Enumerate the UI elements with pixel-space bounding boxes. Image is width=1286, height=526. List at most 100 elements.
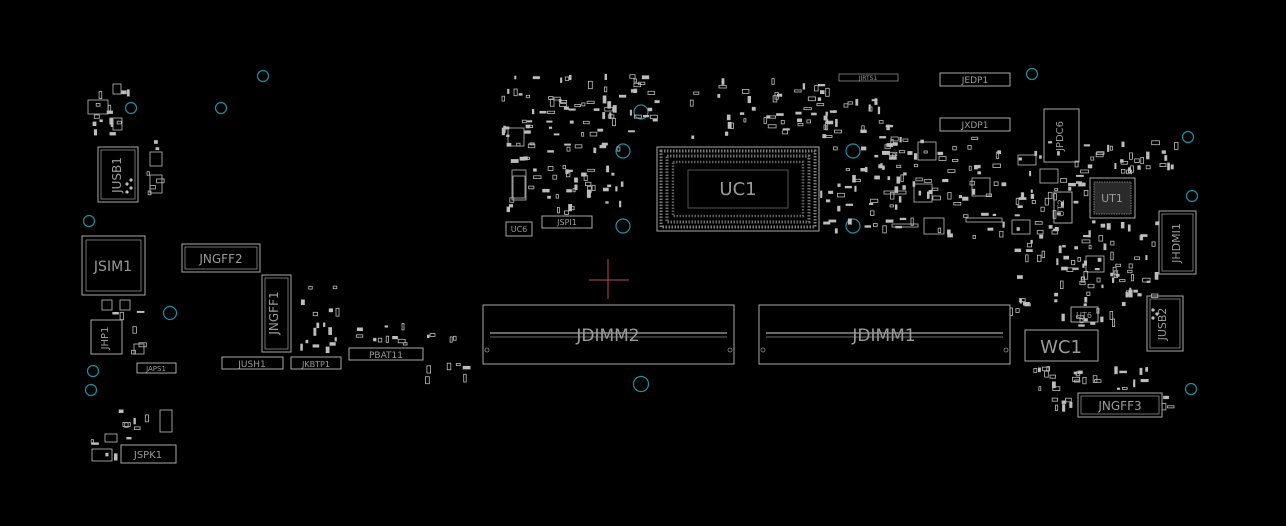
usb-connector-jusb2[interactable]: JUSB2	[1146, 295, 1184, 352]
smd-part	[133, 343, 145, 355]
webcam-connector-wc1[interactable]: WC1	[1024, 329, 1099, 362]
ut1-label: UT1	[1101, 192, 1123, 205]
smd-part	[133, 426, 141, 430]
smd-part	[1076, 315, 1085, 319]
smd-part	[900, 174, 904, 182]
smd-part	[159, 409, 173, 433]
sim-slot-jsim1[interactable]: JSIM1	[81, 235, 146, 296]
smd-part	[155, 147, 160, 151]
usb-connector-jusb1[interactable]: JUSB1	[97, 146, 139, 203]
smd-part	[968, 165, 972, 171]
smd-part	[1109, 310, 1114, 320]
smd-part	[126, 437, 132, 440]
smd-part	[860, 168, 867, 172]
keyboard-tp-connector-jkbtp1[interactable]: JKBTP1	[290, 356, 342, 370]
smd-part	[958, 195, 962, 199]
hdmi-connector-jhdmi1[interactable]: JHDMI1	[1158, 210, 1197, 275]
smd-part	[524, 130, 531, 134]
smd-part	[1140, 234, 1148, 237]
smd-part	[325, 346, 330, 354]
battery-connector-pbat11[interactable]: PBAT11	[348, 347, 424, 361]
smd-part	[844, 185, 852, 189]
smd-part	[533, 168, 537, 172]
smd-part	[585, 181, 592, 187]
smd-part	[1114, 163, 1117, 169]
smd-part	[1115, 263, 1122, 267]
m2-connector-jngff1[interactable]: JNGFF1	[261, 274, 292, 353]
cpu-uc1[interactable]: UC1	[656, 146, 820, 232]
smd-part	[1029, 171, 1032, 177]
connector-jirts1[interactable]: JIRTS1	[838, 73, 899, 82]
smd-part	[1121, 302, 1126, 306]
smd-part	[1083, 318, 1088, 322]
smd-part	[647, 90, 655, 95]
smd-part	[1041, 250, 1045, 259]
smd-part	[1100, 223, 1106, 228]
smd-part	[896, 176, 901, 184]
smd-part	[1164, 155, 1168, 161]
smd-part	[99, 119, 103, 123]
smd-part	[1163, 395, 1169, 400]
smd-part	[427, 334, 430, 338]
speaker-connector-jspk1[interactable]: JSPK1	[120, 444, 177, 464]
smd-part	[652, 118, 658, 122]
smd-part	[606, 165, 610, 173]
smd-part	[583, 174, 588, 181]
jkbtp1-label: JKBTP1	[301, 360, 330, 369]
smd-part	[124, 422, 129, 428]
smd-part	[95, 103, 101, 107]
smd-part	[1134, 256, 1140, 260]
connector-japs1[interactable]: JAPS1	[136, 362, 177, 374]
smd-part	[109, 132, 116, 136]
smd-part	[633, 78, 637, 83]
smd-part	[126, 89, 130, 97]
chip-uc6[interactable]: UC6	[505, 221, 533, 237]
smd-part	[385, 335, 390, 343]
smd-part	[769, 115, 777, 119]
smd-part	[547, 166, 554, 171]
debug-connector-jxdp1[interactable]: JXDP1	[939, 117, 1011, 132]
smd-part	[780, 120, 785, 125]
smd-part	[1107, 144, 1110, 152]
smd-part	[1084, 297, 1088, 303]
chip-ut1[interactable]: UT1	[1089, 177, 1136, 219]
smd-part	[920, 139, 924, 144]
smd-part	[890, 139, 894, 146]
connector-jspi1[interactable]: JSPI1	[541, 215, 593, 229]
smd-part	[826, 199, 831, 203]
smd-part	[1054, 299, 1058, 303]
smd-part	[797, 118, 802, 123]
smd-part	[742, 89, 750, 94]
smd-part	[1054, 292, 1059, 297]
smd-part	[506, 142, 512, 147]
smd-part	[1053, 193, 1057, 201]
connector-jhp1[interactable]: JHP1	[90, 319, 123, 355]
smd-part	[1074, 160, 1079, 168]
dimm-slot-jdimm2[interactable]: JDIMM2	[482, 304, 735, 365]
smd-part	[1036, 230, 1044, 235]
dimm-slot-jdimm1[interactable]: JDIMM1	[758, 304, 1011, 365]
smd-part	[981, 212, 989, 216]
smd-part	[816, 103, 825, 107]
chip-ut2[interactable]: UT2	[1053, 191, 1073, 224]
connector-jpdc6[interactable]: JPDC6	[1043, 108, 1080, 163]
smd-part	[559, 103, 567, 107]
smd-part	[1087, 164, 1093, 169]
smd-part	[1090, 156, 1095, 161]
connector-jush1[interactable]: JUSH1	[221, 356, 284, 370]
smd-part	[1030, 189, 1033, 193]
smd-part	[817, 97, 822, 101]
smd-part	[1039, 155, 1042, 159]
smd-part	[518, 93, 523, 96]
smd-part	[1151, 241, 1156, 247]
smd-part	[963, 214, 969, 218]
smd-part	[877, 106, 881, 115]
smd-part	[514, 75, 517, 80]
edp-connector-jedp1[interactable]: JEDP1	[939, 72, 1011, 87]
smd-part	[1076, 174, 1084, 177]
smd-part	[1114, 366, 1118, 375]
smd-part	[629, 109, 632, 116]
smd-part	[1034, 150, 1038, 156]
m2-connector-jngff2[interactable]: JNGFF2	[181, 243, 261, 273]
smd-part	[521, 119, 527, 124]
